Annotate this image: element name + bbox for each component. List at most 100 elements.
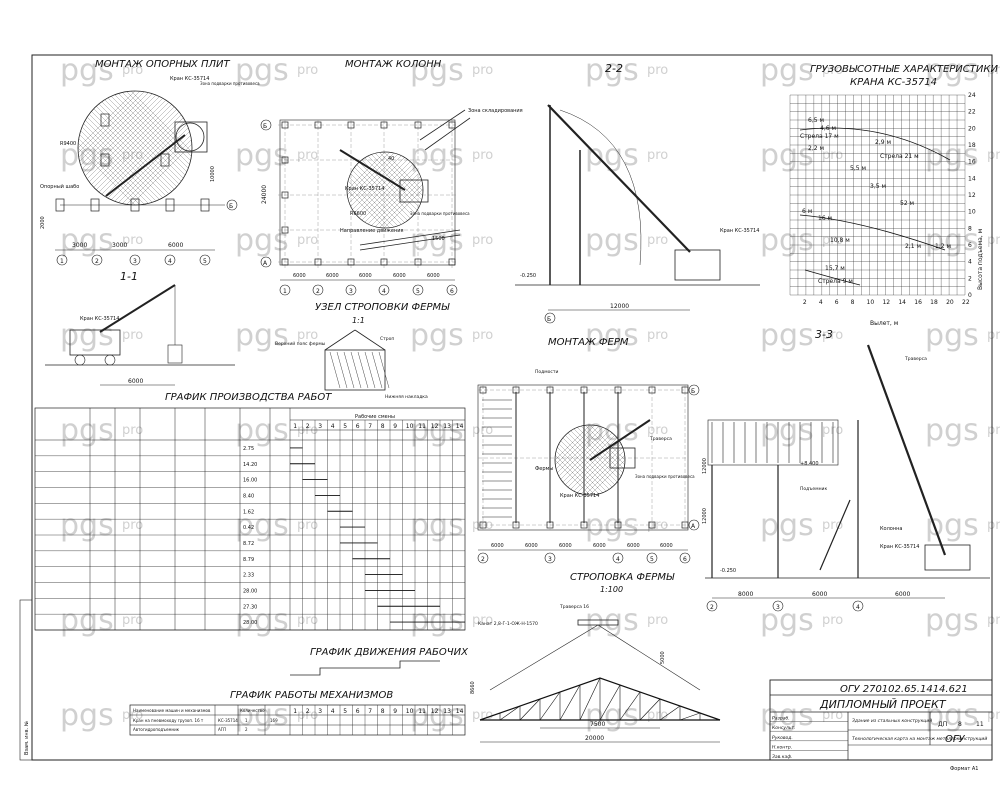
hatch-line (78, 91, 171, 205)
sched-value: 28.00 (243, 588, 257, 594)
base-plates-title: МОНТАЖ ОПОРНЫХ ПЛИТ (95, 59, 230, 70)
watermark-suffix: pro (822, 518, 843, 533)
lift-arm (819, 499, 851, 571)
curve-boom-9 (804, 269, 861, 286)
chart-x-tick: 14 (898, 299, 906, 306)
wood-grain (371, 351, 383, 389)
hatch-line (555, 425, 591, 495)
watermark-brand: pgs (585, 223, 639, 258)
axis-label: 2 (481, 556, 485, 563)
column-node (281, 226, 289, 234)
base-plate (130, 198, 140, 212)
watermark-brand: pgs (235, 223, 289, 258)
column-node (681, 386, 689, 394)
watermark-brand: pgs (585, 603, 639, 638)
watermark-brand: pgs (585, 53, 639, 88)
schedule-work-header: Рабочие смены (355, 414, 395, 420)
hatch-line (555, 425, 601, 495)
traverse-16-label: Траверса 16 (559, 604, 589, 610)
hatch-line (373, 152, 423, 228)
column-node (648, 521, 656, 529)
plates-group (55, 113, 210, 212)
reach-axis-label: Вылет, м (870, 320, 898, 327)
existing-trusses (707, 419, 839, 466)
sling-bottom-label: Нижняя накладка (385, 394, 428, 400)
lift-label: Подъемник (800, 486, 827, 492)
watermark-suffix: pro (987, 148, 1000, 163)
chart-y-tick: 0 (968, 292, 972, 299)
axis-label: 2 (95, 258, 99, 265)
chart-y-tick: 24 (968, 92, 976, 99)
hatch-line (130, 91, 192, 205)
elev-s2: -0.250 (520, 273, 536, 279)
wood-grain (364, 351, 376, 389)
column-node (347, 121, 355, 129)
dim-7500: 7500 (590, 721, 605, 728)
dim-3000b: 3000 (112, 242, 127, 249)
axis-bubble (260, 119, 272, 131)
watermark-suffix: pro (822, 613, 843, 628)
section-3-3-title: 3-3 (815, 328, 833, 341)
col-dim: 6000 (359, 273, 372, 279)
col-dim: 6000 (293, 273, 306, 279)
columns-title: МОНТАЖ КОЛОНН (345, 59, 442, 70)
watermark-suffix: pro (647, 518, 668, 533)
column-node (281, 121, 289, 129)
mach-day-number: 13 (443, 708, 451, 715)
fermy-label: Фермы (535, 466, 553, 472)
axis-label: 2 (316, 288, 320, 295)
watermark-suffix: pro (472, 63, 493, 78)
truss-dim: 6000 (491, 543, 504, 549)
axis-bubble (646, 552, 658, 564)
axis-label: 5 (650, 556, 654, 563)
tb-role: Консульт. (772, 725, 796, 731)
machines-row1-model: КС-35714 (218, 718, 238, 723)
chart-y-tick: 18 (968, 142, 976, 149)
watermark-suffix: pro (122, 518, 143, 533)
axis-bubble (199, 254, 211, 266)
mach-day-number: 8 (381, 708, 385, 715)
axis-bubble-row (226, 199, 238, 211)
chart-y-tick: 22 (968, 109, 976, 116)
axis-label: 3 (349, 288, 353, 295)
wheel-2 (104, 354, 116, 366)
watermark-suffix: pro (647, 708, 668, 723)
sched-value: 27.30 (243, 604, 257, 610)
watermark-brand: pgs (585, 508, 639, 543)
crane-chart-title-2: КРАНА КС-35714 (850, 77, 937, 88)
plate-load (167, 344, 183, 364)
elev-s33: -0.250 (720, 568, 736, 574)
danger-zone-label-2: Зона подварки противовеса (410, 211, 470, 216)
chart-y-tick: 4 (968, 259, 972, 266)
base-plate (200, 198, 210, 212)
watermark-suffix: pro (297, 233, 318, 248)
wood-grain (343, 351, 355, 389)
sling-rope-l (324, 329, 356, 351)
dim-12000-b: 12000 (702, 508, 708, 524)
axis-label: А (263, 260, 268, 267)
chart-x-tick: 18 (930, 299, 938, 306)
watermark-brand: pgs (760, 508, 814, 543)
chart-label: Стрела 9 м (818, 278, 853, 285)
sched-day-number: 11 (418, 423, 426, 430)
watermark-suffix: pro (987, 233, 1000, 248)
mach-day-number: 10 (406, 708, 414, 715)
watermark-suffix: pro (122, 328, 143, 343)
sched-day-number: 10 (406, 423, 414, 430)
hatch-line (80, 91, 192, 205)
hatch-line (579, 425, 625, 495)
watermark-suffix: pro (472, 613, 493, 628)
column-node (380, 258, 388, 266)
column-storage-1 (359, 229, 461, 246)
truss-slinging: Траверса 16 Канат 2,8-Г-1-ОЖ-Н-1570 5000… (470, 604, 721, 743)
machines-schedule-title: ГРАФИК РАБОТЫ МЕХАНИЗМОВ (230, 690, 393, 701)
sched-day-number: 4 (331, 423, 335, 430)
truss-diagonal (559, 684, 581, 721)
crane-label-4: Кран КС-35714 (560, 493, 599, 499)
watermark-suffix: pro (822, 328, 843, 343)
crane-body-s33 (924, 544, 971, 571)
chart-label: 10,8 м (830, 237, 850, 244)
hatch-line (78, 91, 146, 205)
watermark-brand: pgs (60, 318, 114, 353)
hatch-line (383, 152, 423, 228)
